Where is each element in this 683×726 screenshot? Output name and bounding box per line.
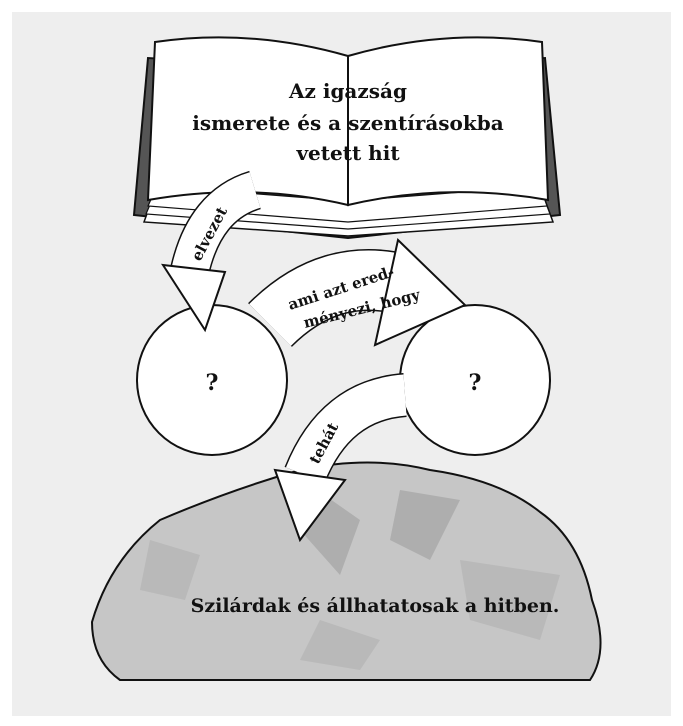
arrow-eredmenyezi-head (373, 238, 467, 347)
book-right-page (347, 36, 550, 207)
book-text-line2: ismerete és a szentírásokba (192, 111, 503, 135)
circle-right-question: ? (469, 370, 482, 396)
rock-caption: Szilárdak és állhatatosak a hitben. (191, 595, 560, 617)
book-text-line1: Az igazság (288, 79, 407, 103)
arrow-elvezet (161, 170, 262, 333)
arrow-eredmenyezi (248, 238, 467, 348)
rock (90, 461, 602, 681)
book-text-line3: vetett hit (295, 141, 400, 165)
arrow-elvezet-head (161, 263, 227, 333)
arrow-tehat-head (273, 468, 347, 543)
rock-shape (90, 461, 602, 681)
arrow-tehat (273, 373, 408, 543)
circle-left-question: ? (206, 370, 219, 396)
